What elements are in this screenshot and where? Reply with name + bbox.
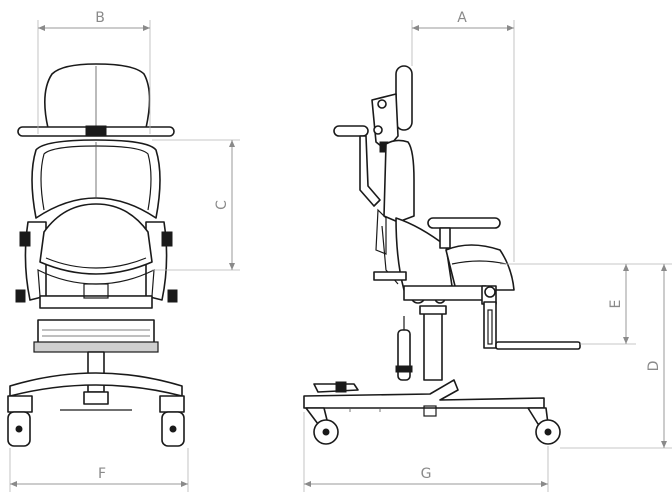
side-footplate [495, 341, 581, 350]
dimension-label-e: E [608, 300, 624, 309]
side-gas-column [423, 311, 443, 381]
dimension-label-b: B [95, 10, 105, 26]
dimension-f: F [9, 448, 189, 492]
front-seat-frame [39, 295, 153, 309]
side-caster-left [305, 407, 339, 445]
dimension-label-d: D [646, 361, 662, 372]
front-seat-cushion [39, 203, 153, 275]
side-push-handle [333, 125, 369, 137]
dimension-g: G [303, 412, 549, 492]
dimension-e: E [500, 263, 672, 345]
front-gas-column [87, 351, 105, 393]
front-view [7, 63, 185, 447]
dimension-label-f: F [98, 466, 106, 482]
front-caster-left [7, 395, 33, 447]
side-view [303, 65, 581, 445]
side-backrest [383, 139, 415, 223]
side-caster-right [527, 407, 561, 445]
side-headrest [395, 65, 413, 131]
dimension-c: C [152, 139, 240, 271]
front-caster-right [159, 395, 185, 447]
dimension-label-g: G [421, 466, 432, 482]
side-armrest [427, 217, 501, 229]
side-seat-cushion [445, 244, 515, 291]
dimension-label-a: A [457, 10, 467, 26]
dimension-d: D [560, 264, 672, 449]
dimension-a: A [411, 10, 515, 262]
dimension-label-c: C [214, 200, 230, 210]
side-leg-rest [483, 301, 497, 349]
front-lateral-right [145, 221, 168, 301]
side-base-frame [303, 379, 545, 409]
dimension-b: B [37, 10, 151, 134]
front-headrest [44, 63, 151, 135]
